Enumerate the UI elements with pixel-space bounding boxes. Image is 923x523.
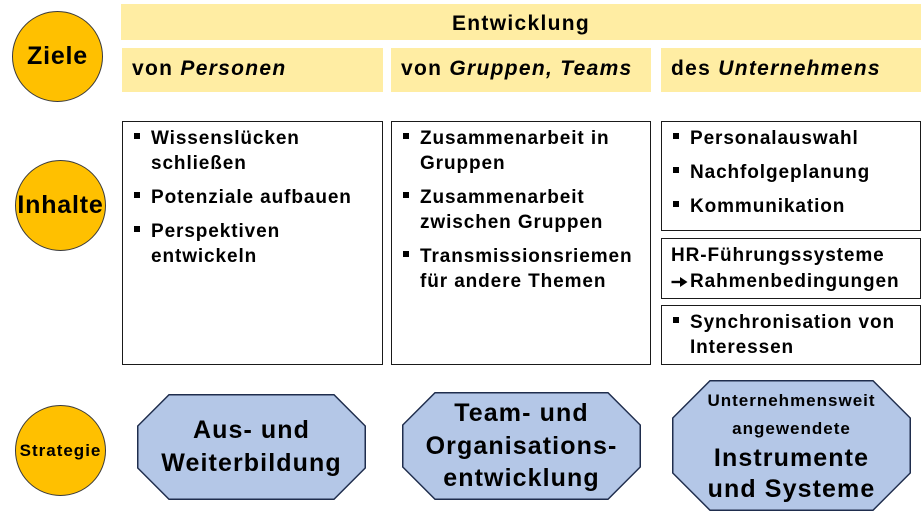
list-item: Kommunikation xyxy=(673,194,920,219)
list-item: Potenziale aufbauen xyxy=(134,185,382,210)
octagon-label: Aus- und Weiterbildung xyxy=(137,394,366,500)
square-bullet-icon xyxy=(403,191,409,198)
list-item-text: Perspektiven xyxy=(151,220,281,242)
contents-box-alignment: Synchronisation von Interessen xyxy=(661,305,921,365)
column-header-persons: von Personen xyxy=(122,48,383,92)
row-label-contents-text: Inhalte xyxy=(17,191,104,219)
octagon-intro-line: angewendete xyxy=(732,418,851,438)
list-item-text: schließen xyxy=(151,152,247,174)
octagon-label-line: Weiterbildung xyxy=(161,449,342,477)
octagon-label-line: Aus- und xyxy=(192,416,311,444)
octagon-label: Team- und Organisations- entwicklung xyxy=(402,392,641,500)
list-item-text: Synchronisation von xyxy=(690,311,896,333)
octagon-outline xyxy=(672,380,911,511)
strategy-octagon-instruments: Unternehmensweit angewendete Instrumente… xyxy=(672,380,911,511)
octagon-outline xyxy=(402,392,641,500)
row-label-goals-text: Ziele xyxy=(27,42,88,70)
octagon-shape xyxy=(137,394,366,500)
list-item: Personalauswahl xyxy=(673,126,920,151)
column-header-prefix: von xyxy=(401,57,443,80)
strategy-octagon-team-organisation: Team- und Organisations- entwicklung xyxy=(402,392,641,500)
list-item: Transmissionsriemen für andere Themen xyxy=(403,244,650,294)
contents-box-hr-systems: HR-Führungssysteme Rahmenbedingungen xyxy=(661,238,921,299)
contents-box-persons: Wissenslücken schließen Potenziale aufba… xyxy=(122,121,383,365)
list-item-text: Zusammenarbeit xyxy=(420,186,585,208)
list-item-text: entwickeln xyxy=(151,245,258,267)
bullet-list: Personalauswahl Nachfolgeplanung Kommuni… xyxy=(662,122,920,219)
column-header-company: des Unternehmens xyxy=(661,48,921,92)
bullet-list: Wissenslücken schließen Potenziale aufba… xyxy=(123,122,382,269)
row-label-strategy-text: Strategie xyxy=(19,440,102,460)
octagon-label-line: Instrumente xyxy=(713,443,870,472)
column-header-emphasis: Unternehmens xyxy=(718,57,881,80)
list-item-text: Nachfolgeplanung xyxy=(690,161,871,183)
bullet-list: Zusammenarbeit in Gruppen Zusammenarbeit… xyxy=(392,122,650,294)
square-bullet-icon xyxy=(673,316,679,323)
development-header: Entwicklung xyxy=(121,4,921,40)
column-header-emphasis: Personen xyxy=(180,57,287,80)
list-item-text: Kommunikation xyxy=(690,195,846,217)
list-item-text: Gruppen xyxy=(420,152,506,174)
row-label-goals: Ziele xyxy=(12,11,103,102)
list-item-text: Wissenslücken xyxy=(151,127,300,149)
square-bullet-icon xyxy=(134,225,140,232)
square-bullet-icon xyxy=(134,132,140,139)
development-title: Entwicklung xyxy=(452,12,590,35)
square-bullet-icon xyxy=(673,132,679,139)
list-item-text: für andere Themen xyxy=(420,270,607,292)
contents-box-company-measures: Personalauswahl Nachfolgeplanung Kommuni… xyxy=(661,121,921,231)
list-item: Synchronisation von Interessen xyxy=(673,310,920,360)
list-item-text: Potenziale aufbauen xyxy=(151,186,352,208)
octagon-label-line: Team- und xyxy=(454,399,589,428)
row-label-contents: Inhalte xyxy=(15,160,106,251)
list-item: Nachfolgeplanung xyxy=(673,160,920,185)
column-header-prefix: des xyxy=(671,57,712,80)
list-item: Zusammenarbeit zwischen Gruppen xyxy=(403,185,650,235)
hr-systems-result-row: Rahmenbedingungen xyxy=(671,269,920,295)
contents-box-groups: Zusammenarbeit in Gruppen Zusammenarbeit… xyxy=(391,121,651,365)
list-item: Perspektiven entwickeln xyxy=(134,219,382,269)
octagon-label-line: und Systeme xyxy=(707,474,876,503)
square-bullet-icon xyxy=(673,200,679,207)
column-header-groups: von Gruppen, Teams xyxy=(391,48,651,92)
list-item-text: Zusammenarbeit in xyxy=(420,127,610,149)
column-header-emphasis: Gruppen, Teams xyxy=(449,57,633,80)
list-item-text: Transmissionsriemen xyxy=(420,245,633,267)
list-item-text: Personalauswahl xyxy=(690,127,859,149)
octagon-label-line: entwicklung xyxy=(443,464,600,493)
hr-systems-title: HR-Führungssysteme xyxy=(671,244,885,266)
square-bullet-icon xyxy=(403,250,409,257)
square-bullet-icon xyxy=(134,191,140,198)
strategy-octagon-training: Aus- und Weiterbildung xyxy=(137,394,366,500)
octagon-shape xyxy=(672,380,911,511)
octagon-shape xyxy=(402,392,641,500)
octagon-label-line: Organisations- xyxy=(425,431,618,460)
list-item-text: zwischen Gruppen xyxy=(420,211,604,233)
square-bullet-icon xyxy=(673,166,679,173)
list-item: Wissenslücken schließen xyxy=(134,126,382,176)
list-item-text: Interessen xyxy=(690,336,795,358)
arrow-right-icon xyxy=(671,269,690,295)
row-label-strategy: Strategie xyxy=(15,405,106,496)
hr-systems-result: Rahmenbedingungen xyxy=(690,270,900,292)
bullet-list: Synchronisation von Interessen xyxy=(662,306,920,360)
list-item: Zusammenarbeit in Gruppen xyxy=(403,126,650,176)
octagon-intro-line: Unternehmensweit xyxy=(707,390,876,410)
square-bullet-icon xyxy=(403,132,409,139)
octagon-outline xyxy=(137,394,366,500)
octagon-label: Unternehmensweit angewendete Instrumente… xyxy=(672,380,911,511)
arrow-right-icon-shape xyxy=(671,276,688,287)
column-header-prefix: von xyxy=(132,57,174,80)
